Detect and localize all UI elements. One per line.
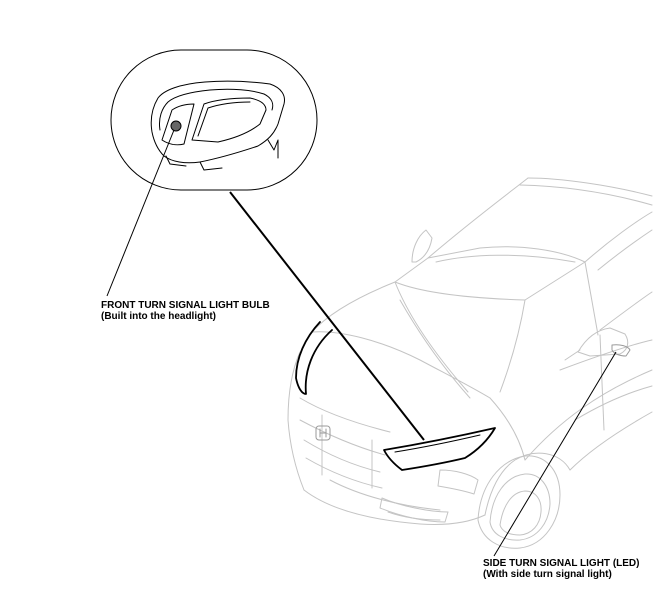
front-turn-signal-note: (Built into the headlight): [101, 311, 216, 322]
headlight-highlight: [295, 321, 496, 471]
front-turn-signal-label: FRONT TURN SIGNAL LIGHT BULB (Built into…: [101, 300, 270, 322]
headlight-detail-leader: [229, 191, 425, 441]
front-turn-signal-title: FRONT TURN SIGNAL LIGHT BULB: [101, 300, 270, 311]
side-turn-signal-leader: [493, 351, 617, 557]
side-turn-signal-label: SIDE TURN SIGNAL LIGHT (LED) (With side …: [483, 558, 639, 580]
bulb-socket-icon: [170, 120, 182, 132]
front-turn-signal-leader: [106, 129, 175, 297]
detail-circle: [110, 49, 318, 191]
headlight-detail-callout: [110, 49, 318, 191]
side-turn-signal-title: SIDE TURN SIGNAL LIGHT (LED): [483, 558, 640, 569]
honda-emblem-icon: [315, 425, 331, 441]
side-turn-signal-note: (With side turn signal light): [483, 569, 612, 580]
headlight-assembly-detail: [150, 80, 285, 171]
suv-front-three-quarter-line-art: [287, 177, 653, 549]
